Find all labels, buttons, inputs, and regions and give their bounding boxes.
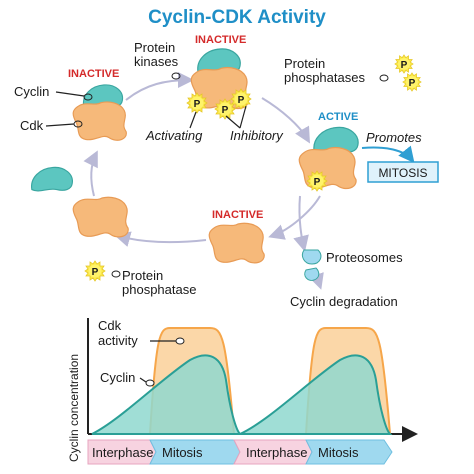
inhibitory-pointer — [225, 105, 247, 129]
cyclin-pointer — [55, 91, 85, 97]
cyclin-label: Cyclin — [14, 84, 49, 99]
promotes-label: Promotes — [366, 130, 422, 145]
protein-phosphatase-label: Protein — [122, 268, 163, 283]
protein-kinases-label-2: kinases — [134, 54, 179, 69]
phase-label: Interphase — [246, 445, 307, 460]
cycle-arrow-icon — [293, 195, 309, 252]
cdk-protein-icon — [72, 101, 127, 141]
page-title: Cyclin-CDK Activity — [148, 7, 326, 28]
cycle-arrow-icon — [125, 72, 194, 101]
inhibitory-label: Inhibitory — [230, 128, 284, 143]
phosphatase-pointer-end — [379, 74, 389, 82]
activating-pointer — [189, 111, 197, 129]
phosphate-label: P — [409, 78, 416, 89]
protein-kinases-label: Protein — [134, 40, 175, 55]
cyclin-pointer-end — [83, 93, 93, 101]
cyclin-protein-icon — [30, 166, 74, 192]
state-label-inactive: INACTIVE — [195, 34, 246, 46]
phosphate-label: P — [194, 99, 201, 110]
kinase-pointer-end — [171, 72, 181, 80]
cdk-activity-label: Cdk — [98, 318, 122, 333]
graph-cyclin-pointer — [139, 377, 147, 383]
phase-label: Interphase — [92, 445, 153, 460]
y-axis-label: Cyclin concentration — [67, 354, 81, 462]
mitosis-box — [367, 161, 439, 183]
cycle-arrow-icon — [114, 231, 207, 247]
activating-label: Activating — [145, 128, 203, 143]
promotes-arrow-icon — [361, 145, 415, 164]
graph-cyclin-label: Cyclin — [100, 370, 135, 385]
cdk-protein-icon — [208, 222, 265, 264]
proteosome-icon — [301, 249, 322, 281]
phosphatase-pointer-end — [111, 270, 121, 278]
state-label-inactive: INACTIVE — [68, 68, 119, 80]
phosphate-label: P — [314, 177, 321, 188]
cdk-pointer-end — [73, 120, 83, 128]
cdk-protein-icon — [72, 196, 129, 238]
cyclin-curve — [91, 354, 243, 435]
cdk-activity-label-2: activity — [98, 333, 138, 348]
state-label-active: ACTIVE — [318, 111, 358, 123]
protein-phosphatases-label-2: phosphatases — [284, 70, 365, 85]
protein-phosphatase-label-2: phosphatase — [122, 282, 196, 297]
cdk-pointer — [45, 123, 75, 127]
phase-label: Mitosis — [162, 445, 203, 460]
phosphate-label: P — [222, 105, 229, 116]
phase-bar — [87, 439, 393, 465]
phase-label: Mitosis — [318, 445, 359, 460]
protein-phosphatases-label: Protein — [284, 56, 325, 71]
cyclin-curve — [239, 354, 393, 435]
cdk-protein-icon — [298, 146, 357, 190]
mitosis-box-label: MITOSIS — [378, 166, 427, 180]
phosphate-label: P — [238, 95, 245, 106]
proteosomes-label: Proteosomes — [326, 250, 403, 265]
cycle-arrow-icon — [268, 195, 321, 240]
cdk-activity-pointer-end — [175, 337, 185, 345]
graph-cyclin-pointer-end — [145, 379, 155, 387]
phosphate-label: P — [401, 60, 408, 71]
state-label-inactive: INACTIVE — [212, 209, 263, 221]
cycle-arrow-icon — [261, 97, 310, 144]
phase-segment-mitosis — [305, 439, 393, 465]
cdk-label: Cdk — [20, 118, 44, 133]
cycle-arrow-icon — [83, 150, 98, 197]
phosphate-label: P — [92, 267, 99, 278]
cyclin-degradation-label: Cyclin degradation — [290, 294, 398, 309]
